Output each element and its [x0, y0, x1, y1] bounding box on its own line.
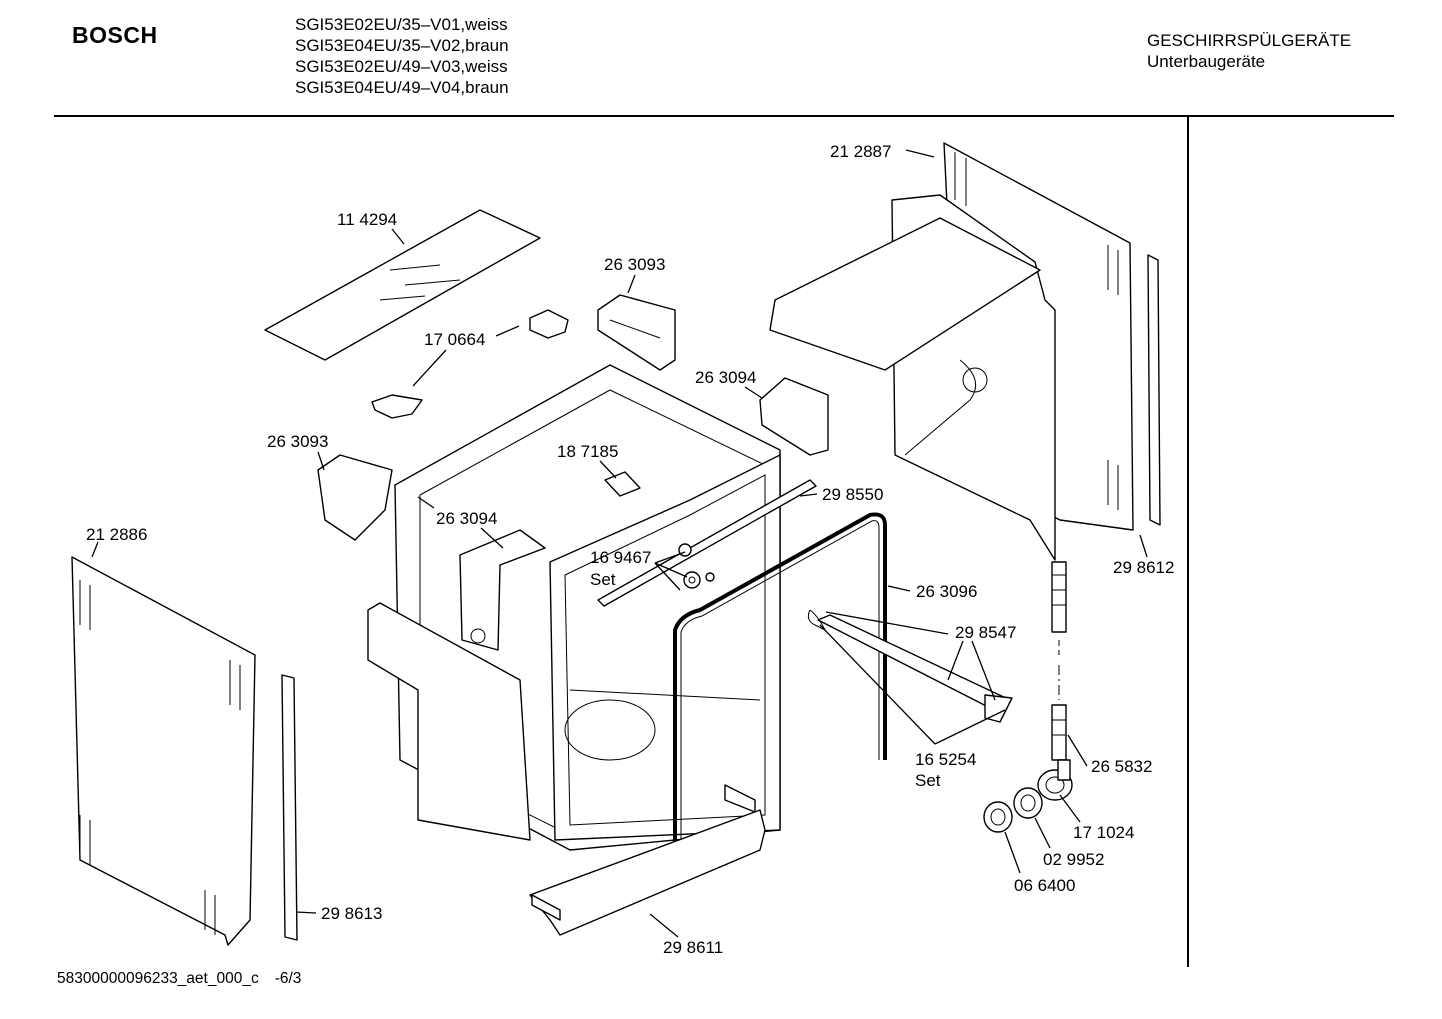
document-id: 58300000096233_aet_000_c: [57, 970, 259, 987]
trim-strip-left: [281, 674, 298, 941]
base-plinth: [529, 784, 766, 936]
insulation-mat: [264, 209, 541, 361]
door-seal: [673, 512, 887, 870]
model-line: SGI53E02EU/49–V03,weiss: [295, 57, 508, 76]
part-label: 16 5254: [915, 750, 976, 769]
mount-clip-top: [597, 294, 676, 371]
part-label: 29 8550: [822, 485, 883, 504]
part-label: 29 8547: [955, 623, 1016, 642]
brand-logo: BOSCH: [72, 22, 158, 48]
mount-cover-mid: [459, 529, 546, 651]
part-label: 18 7185: [557, 442, 618, 461]
part-label: 21 2887: [830, 142, 891, 161]
part-label: 26 3093: [604, 255, 665, 274]
part-label: 16 9467: [590, 548, 651, 567]
cover-frame: [769, 194, 1056, 561]
bracket-top: [529, 309, 569, 339]
footer: 58300000096233_aet_000_c -6/3: [57, 970, 301, 988]
elbow-fitting: [1037, 759, 1073, 801]
part-label: 17 1024: [1073, 823, 1134, 842]
spray-arm: [807, 609, 1013, 723]
part-label: 26 3096: [916, 582, 977, 601]
model-list: SGI53E02EU/35–V01,weiss SGI53E04EU/35–V0…: [295, 14, 509, 98]
part-label: Set: [590, 570, 616, 589]
side-panel-left: [71, 556, 256, 946]
part-label: Set: [915, 771, 941, 790]
bracket-lower: [371, 394, 423, 419]
header-divider: [54, 115, 1394, 117]
model-line: SGI53E04EU/35–V02,braun: [295, 36, 509, 55]
category-subtitle: Unterbaugeräte: [1147, 52, 1266, 71]
mount-cover-top: [759, 377, 829, 456]
part-label: 26 3094: [436, 509, 497, 528]
part-label: 02 9952: [1043, 850, 1104, 869]
page-number: -6/3: [274, 970, 302, 987]
part-label: 26 5832: [1091, 757, 1152, 776]
trim-strip-right: [1147, 254, 1161, 526]
category-title: GESCHIRRSPÜLGERÄTE: [1147, 31, 1352, 50]
part-label: 29 8611: [663, 938, 723, 957]
part-label: 29 8613: [321, 904, 382, 923]
category-block: GESCHIRRSPÜLGERÄTE Unterbaugeräte: [1147, 30, 1351, 72]
mount-clip-left: [317, 454, 393, 541]
seal-ring: [1013, 787, 1043, 819]
top-seal-rail: [597, 479, 817, 607]
part-label: 17 0664: [424, 330, 485, 349]
inlet-hose: [1051, 561, 1067, 761]
leader-lines: [91, 149, 1148, 938]
model-line: SGI53E04EU/49–V04,braun: [295, 78, 509, 97]
part-label: 11 4294: [337, 210, 397, 229]
model-line: SGI53E02EU/35–V01,weiss: [295, 15, 508, 34]
part-label: 29 8612: [1113, 558, 1174, 577]
part-label: 26 3093: [267, 432, 328, 451]
filter-disc: [983, 801, 1013, 833]
front-base-plate: [367, 602, 531, 841]
fastener-set: [678, 543, 715, 589]
part-label: 21 2886: [86, 525, 147, 544]
part-label: 26 3094: [695, 368, 756, 387]
part-label: 06 6400: [1014, 876, 1075, 895]
side-divider: [1187, 117, 1189, 967]
